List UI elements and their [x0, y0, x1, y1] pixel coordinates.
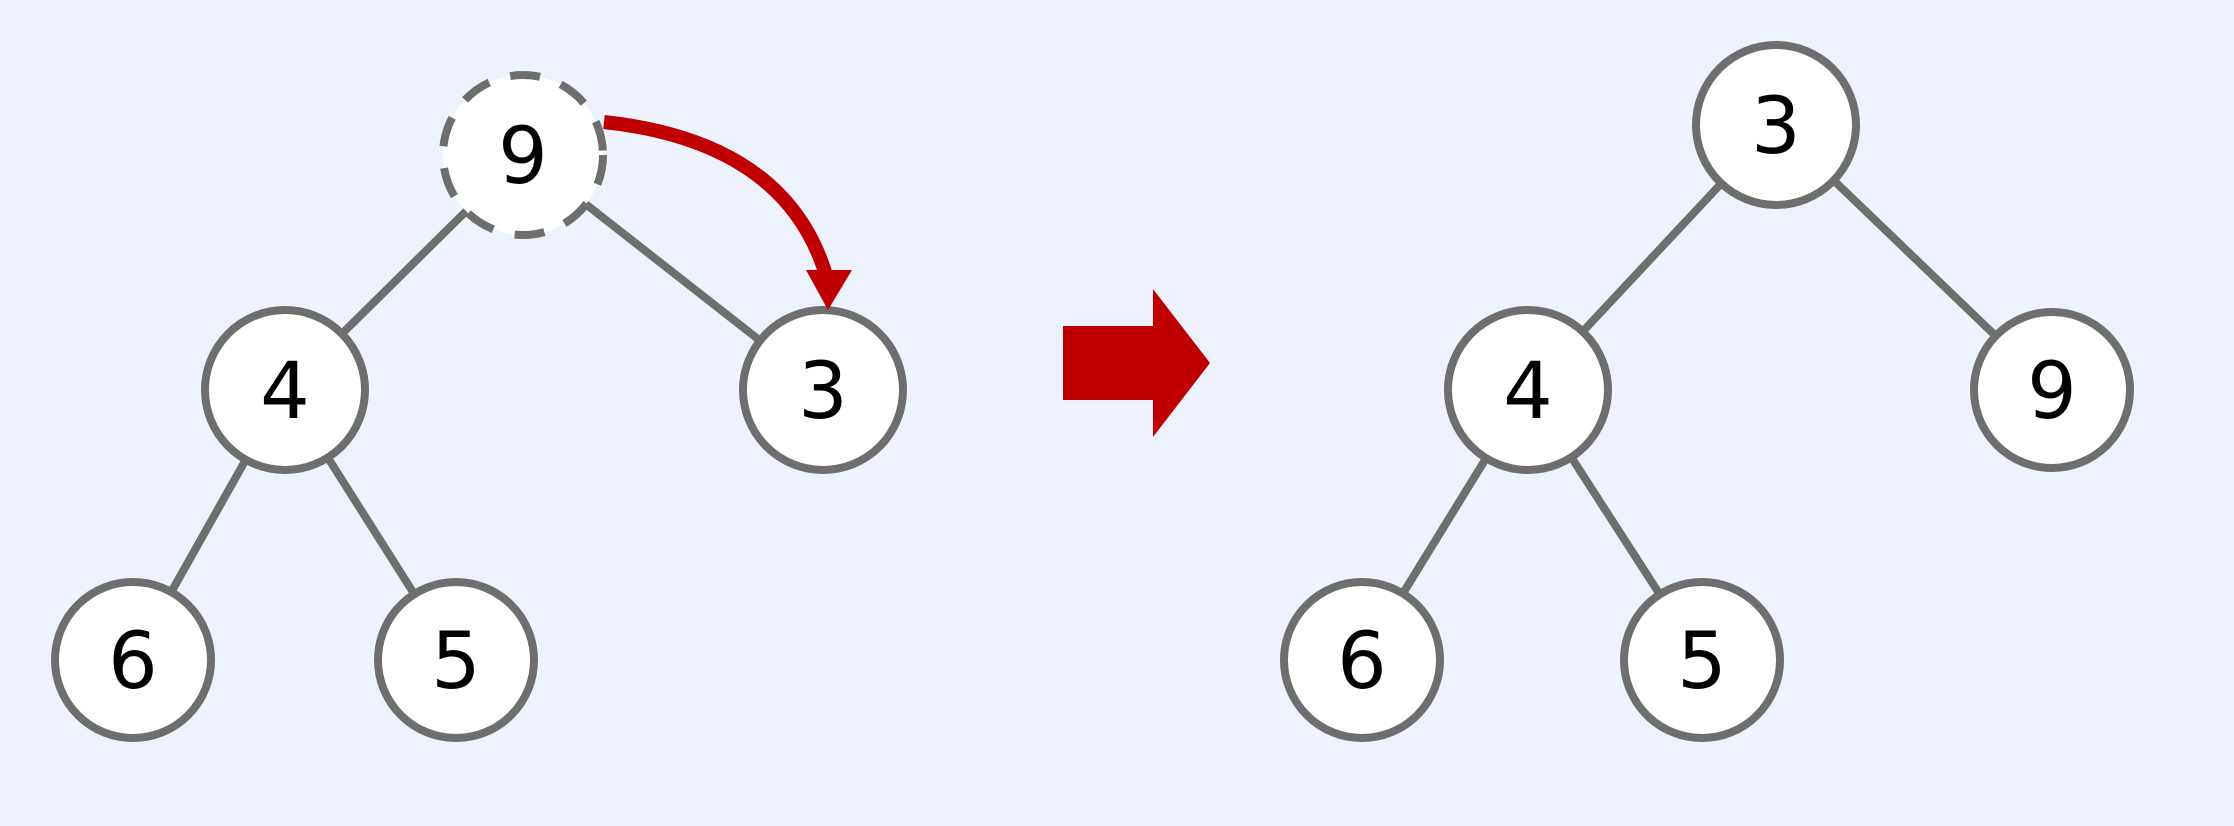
before-node-left-right[interactable]: 5 — [374, 578, 538, 742]
node-circle — [51, 578, 215, 742]
transform-right-arrow-icon — [1063, 289, 1210, 437]
node-circle — [1280, 578, 1444, 742]
before-node-left-left[interactable]: 6 — [51, 578, 215, 742]
edge-root-to-left — [336, 205, 472, 340]
edge-left-to-left-right — [322, 451, 420, 600]
after-node-left[interactable]: 4 — [1444, 306, 1612, 474]
edge-left-to-left-right — [1566, 451, 1665, 601]
node-label: 4 — [1503, 347, 1553, 437]
node-circle — [201, 306, 369, 474]
node-circle — [1444, 306, 1612, 474]
node-label: 6 — [1337, 617, 1387, 707]
node-label: 3 — [798, 347, 848, 437]
node-label: 9 — [498, 112, 548, 202]
node-circle — [1970, 308, 2134, 472]
before-node-right[interactable]: 3 — [739, 306, 907, 474]
after-tree: 3 4 9 6 5 — [1280, 41, 2134, 742]
before-node-left[interactable]: 4 — [201, 306, 369, 474]
before-node-root[interactable]: 9 — [439, 71, 607, 239]
node-label: 4 — [260, 347, 310, 437]
edge-left-to-left-left — [1397, 452, 1492, 600]
edge-root-to-right — [580, 199, 766, 346]
node-circle — [374, 578, 538, 742]
before-tree-edges — [166, 199, 766, 600]
edge-left-to-left-left — [166, 453, 251, 598]
node-circle-removed — [439, 71, 607, 239]
node-label: 3 — [1751, 82, 1801, 172]
move-arrow-curve-icon — [603, 115, 835, 284]
before-tree: 9 4 3 6 5 — [51, 71, 907, 742]
after-node-left-right[interactable]: 5 — [1620, 578, 1784, 742]
node-label: 5 — [1677, 617, 1727, 707]
edge-root-to-left — [1577, 177, 1727, 338]
node-label: 6 — [108, 617, 158, 707]
node-circle — [1620, 578, 1784, 742]
after-node-root[interactable]: 3 — [1692, 41, 1860, 209]
node-label: 5 — [431, 617, 481, 707]
after-tree-edges — [1397, 175, 2002, 601]
move-arrow — [603, 115, 852, 310]
edge-root-to-right — [1828, 175, 2002, 342]
node-circle — [739, 306, 907, 474]
move-arrow-head-icon — [806, 270, 852, 310]
node-label: 9 — [2027, 347, 2077, 437]
after-node-left-left[interactable]: 6 — [1280, 578, 1444, 742]
node-circle — [1692, 41, 1860, 209]
after-node-right[interactable]: 9 — [1970, 308, 2134, 472]
